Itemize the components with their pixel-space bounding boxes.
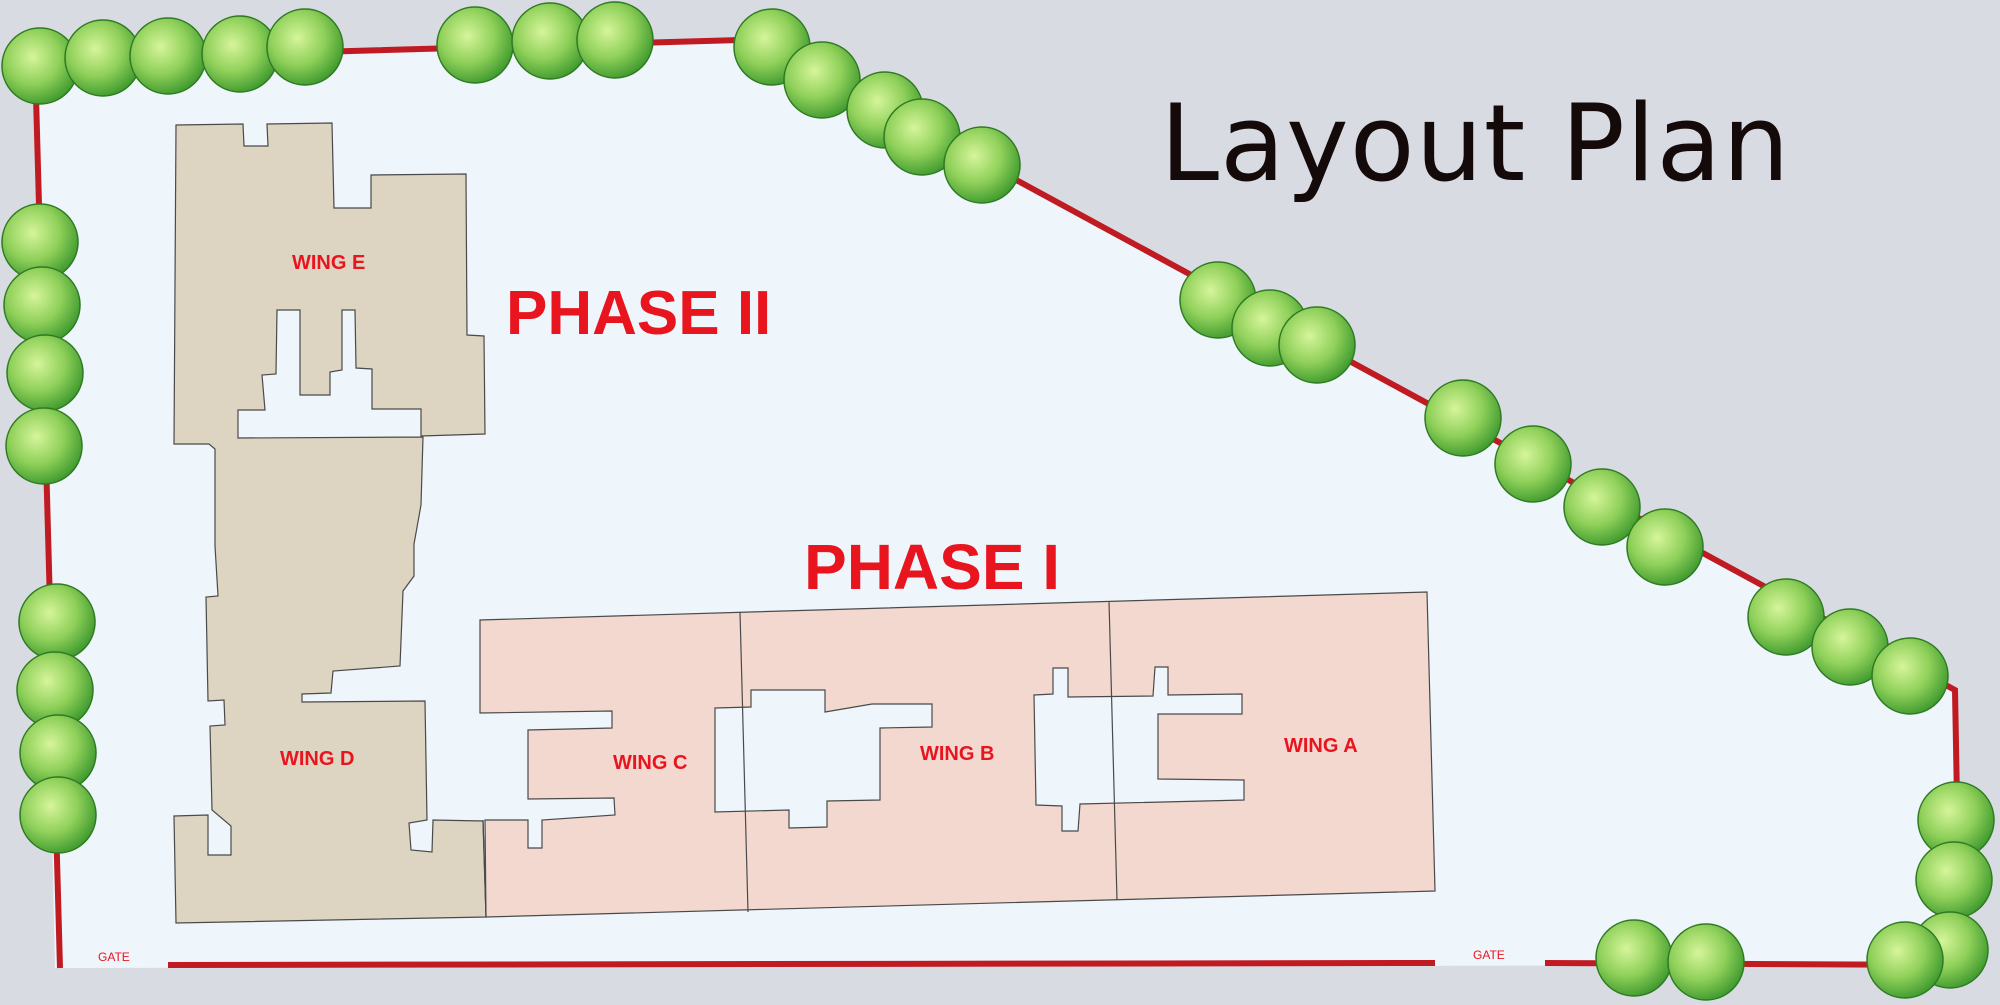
courtyard-ab (1033, 666, 1245, 832)
wing-d-label: WING D (280, 748, 355, 770)
phase-1-building (479, 591, 1436, 918)
boundary-wall-south (167, 960, 1436, 968)
wing-c-label: WING C (613, 752, 688, 774)
tree-row-east (1866, 781, 1995, 999)
site-area (35, 40, 1960, 968)
wing-a-label: WING A (1284, 735, 1358, 757)
divider-c-b (739, 611, 749, 913)
tree-row-south (1595, 919, 1745, 1001)
tree-row-north (1, 1, 654, 105)
divider-d-c (482, 819, 487, 918)
phase-2-label: PHASE II (506, 279, 772, 348)
courtyard-bc (714, 689, 933, 829)
gate-right-label: GATE (1473, 948, 1505, 962)
gate-left-label: GATE (98, 950, 130, 964)
wing-e-label: WING E (292, 252, 366, 274)
phase-2-building (173, 122, 487, 924)
phase-1-label: PHASE I (804, 531, 1061, 603)
wing-b-label: WING B (920, 743, 995, 765)
tree-row-west (1, 203, 97, 854)
tree-row-northeast (733, 8, 1949, 715)
page-title: Layout Plan (1160, 82, 1791, 205)
divider-b-a (1108, 600, 1118, 901)
